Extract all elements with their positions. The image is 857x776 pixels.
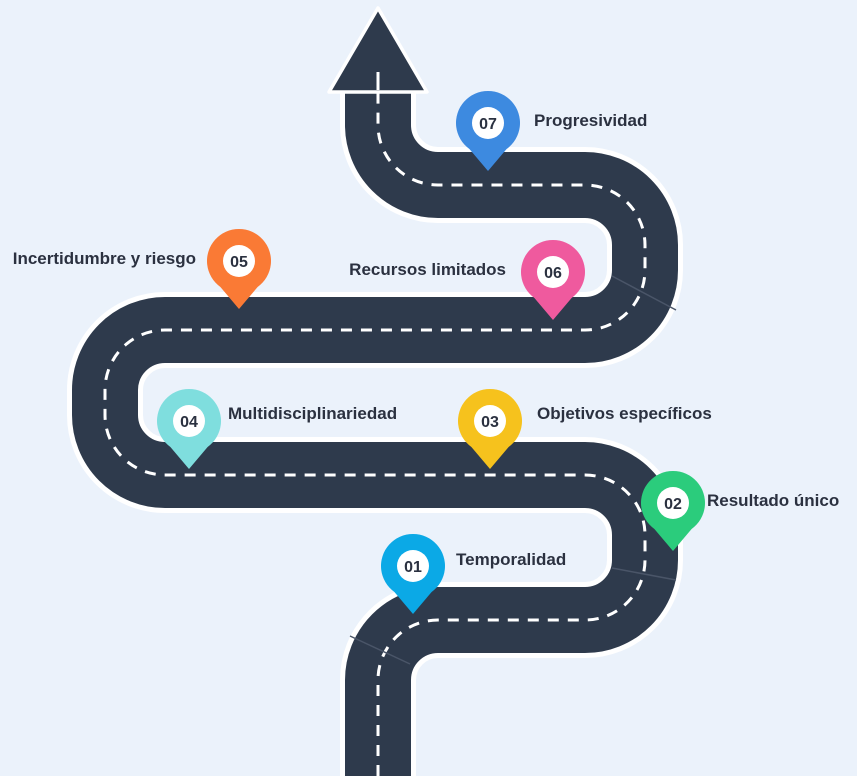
pin-number-circle [223,245,255,277]
milestone-label-04: Multidisciplinariedad [228,404,398,423]
milestone-number: 07 [479,116,497,133]
pin-number-circle [173,405,205,437]
milestone-number: 01 [404,559,422,576]
milestone-pin-05: 05 [207,228,272,309]
milestone-label-01: Temporalidad [456,550,567,569]
milestone-pin-03: 03 [458,388,522,469]
road-seam [349,635,411,665]
arrow-head-icon [327,6,429,94]
road-seam [611,275,677,311]
milestone-pin-07: 07 [456,90,521,171]
pin-number-circle [472,107,504,139]
milestone-pin-01: 01 [381,533,446,614]
milestone-label-06: Recursos limitados [349,260,506,279]
milestone-number: 05 [230,254,248,271]
pin-number-circle [474,405,506,437]
milestone-label-07: Progresividad [534,111,648,130]
winding-road [67,6,683,776]
pin-number-circle [657,487,689,519]
pin-number-circle [537,256,569,288]
road-center-dashes [103,72,647,776]
milestone-pins: 01 02 03 04 05 06 07 [157,90,705,614]
milestone-number: 03 [481,414,499,431]
milestone-number: 04 [180,414,198,431]
milestone-label-02: Resultado único [707,491,840,510]
milestone-label-03: Objetivos específicos [537,404,712,423]
milestone-number: 06 [544,265,562,282]
milestone-pin-02: 02 [641,470,705,551]
pin-number-circle [397,550,429,582]
road-seam [611,567,677,581]
milestone-pin-04: 04 [157,388,221,469]
milestone-pin-06: 06 [521,239,585,320]
milestone-number: 02 [664,496,682,513]
milestone-label-05: Incertidumbre y riesgo [12,249,196,268]
